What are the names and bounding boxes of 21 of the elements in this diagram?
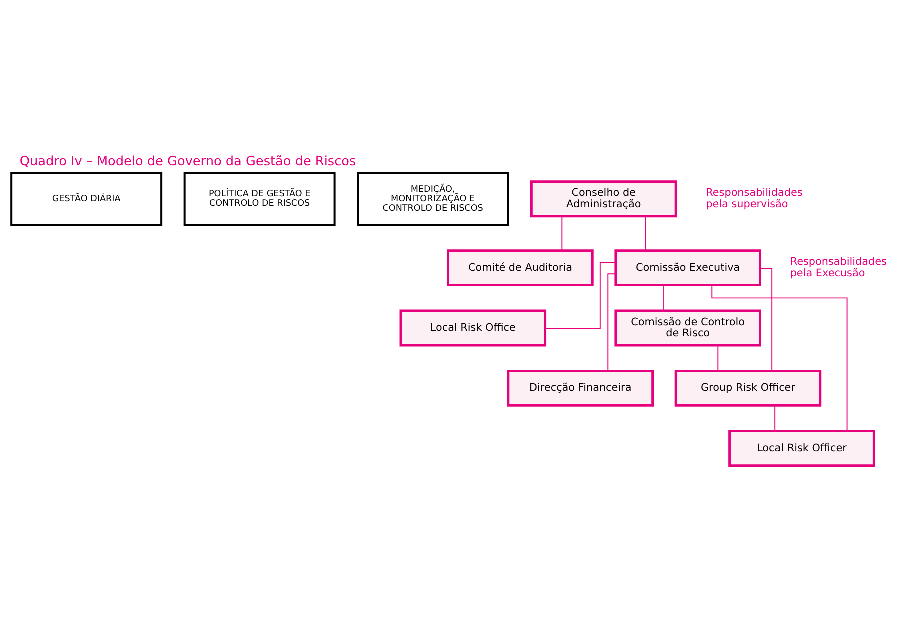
node-box: GESTÃO DIÁRIA xyxy=(10,172,163,226)
node-box: Direcção Financeira xyxy=(507,369,654,406)
node-box: MEDIÇÃO, MONITORIZAÇÃO E CONTROLO DE RISCOS xyxy=(357,172,510,226)
node-box: Conselho de Administração xyxy=(530,180,678,218)
label: Responsabilidades pela supervisão xyxy=(706,186,803,210)
connector xyxy=(608,273,616,372)
connector xyxy=(718,344,719,372)
node-box: Comissão de Controlo de Risco xyxy=(614,309,762,346)
label: Responsabilidades pela Execusão xyxy=(790,256,887,279)
node-box: Local Risk Office xyxy=(400,309,547,346)
node-box: Comissão Executiva xyxy=(614,249,762,286)
connector xyxy=(712,284,848,432)
connector xyxy=(545,262,616,329)
node-box: Local Risk Officer xyxy=(728,430,876,466)
connector xyxy=(774,404,776,432)
node-box: Comité de Auditoria xyxy=(447,249,594,286)
node-box: Group Risk Officer xyxy=(674,369,822,406)
diagram-title: Quadro Iv – Modelo de Governo da Gestão de Riscos xyxy=(20,154,356,170)
connector xyxy=(562,216,563,251)
node-box: POLÍTICA DE GESTÃO E CONTROLO DE RISCOS xyxy=(184,172,336,226)
connector xyxy=(760,268,773,371)
